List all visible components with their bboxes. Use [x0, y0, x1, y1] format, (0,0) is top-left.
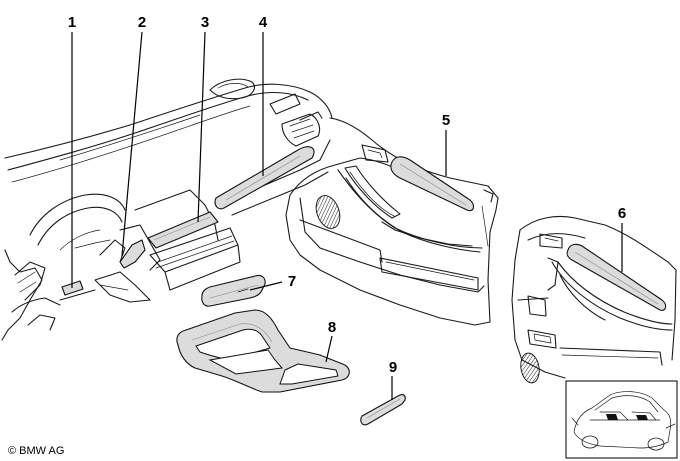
copyright-notice: © BMW AG	[8, 445, 64, 457]
callout-3: 3	[201, 14, 209, 31]
rear-door-speaker	[520, 352, 540, 384]
callout-1: 1	[68, 14, 76, 31]
front-door-speaker	[315, 195, 341, 229]
callout-8: 8	[328, 319, 336, 336]
trim-part-2	[119, 239, 146, 269]
callout-9: 9	[389, 359, 397, 376]
leader-line-2	[121, 31, 143, 257]
callout-7: 7	[288, 273, 296, 290]
callout-2: 2	[138, 14, 146, 31]
trim-part-6	[566, 243, 667, 311]
trim-part-3	[147, 211, 219, 249]
callout-4: 4	[259, 14, 268, 31]
leader-line-8	[325, 335, 333, 363]
leader-lines	[71, 31, 623, 400]
front-door-panel	[285, 117, 499, 326]
vehicle-location-thumbnail	[565, 380, 678, 459]
trim-part-4	[214, 146, 315, 210]
dashboard-assembly	[1, 78, 333, 341]
trim-part-9	[360, 394, 406, 426]
rear-door-panel	[511, 215, 677, 384]
leader-line-7	[249, 281, 283, 291]
callout-6: 6	[618, 205, 626, 222]
trim-part-7	[201, 274, 266, 307]
callout-5: 5	[442, 112, 450, 129]
trim-part-8	[176, 309, 350, 393]
leader-line-3	[197, 31, 206, 223]
callout-labels: 1 2 3 4 5 6 7 8 9	[68, 14, 626, 376]
